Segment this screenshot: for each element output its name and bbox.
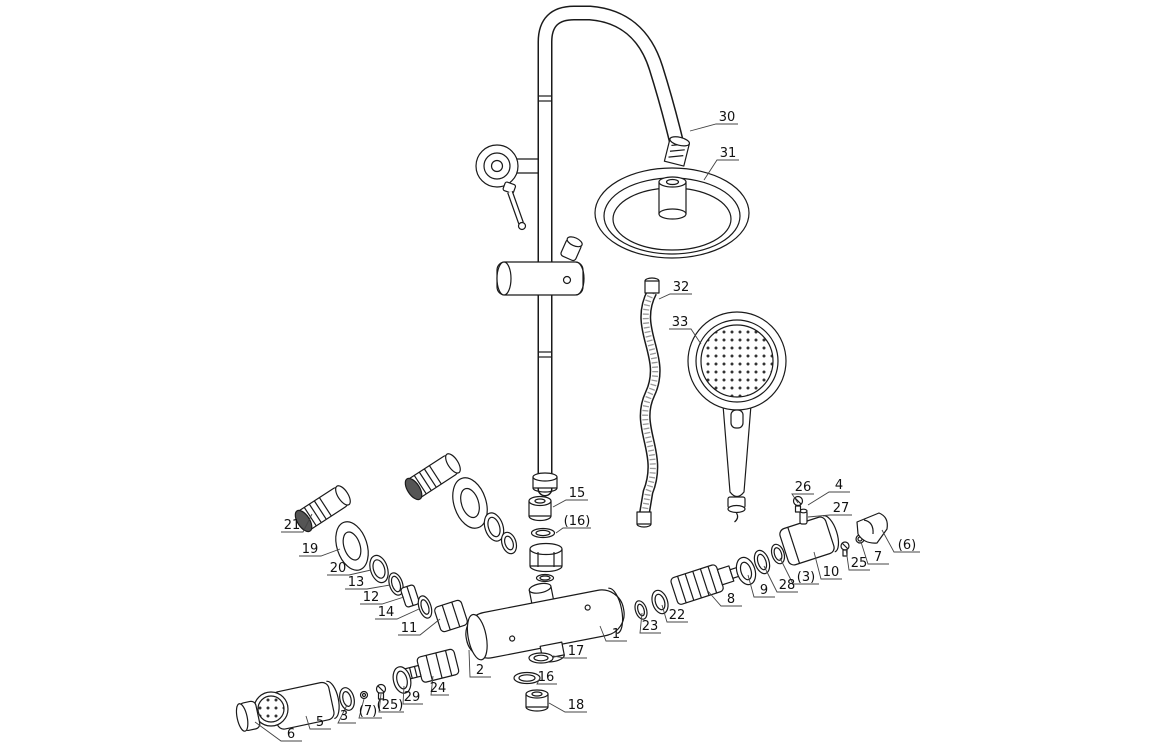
part-label-3: 3 bbox=[340, 709, 348, 724]
part-label-18: 18 bbox=[568, 698, 585, 713]
part-23-ring bbox=[634, 600, 648, 620]
part-27-pin bbox=[799, 508, 808, 525]
part-label-32: 32 bbox=[673, 280, 690, 295]
part-22-ring bbox=[651, 589, 669, 615]
part-6p-lever-cap bbox=[856, 512, 888, 544]
part-label-2: 2 bbox=[476, 663, 484, 678]
part-label-6p: (6) bbox=[898, 538, 916, 553]
pipe-couplings bbox=[538, 95, 552, 358]
eccentric-union-upper bbox=[404, 453, 461, 501]
part-label-13: 13 bbox=[348, 575, 365, 590]
part-3-ring bbox=[339, 687, 355, 711]
union-nut bbox=[529, 542, 563, 573]
shower-hose bbox=[636, 277, 659, 528]
pipe-collar bbox=[532, 472, 558, 493]
part-16-washer bbox=[513, 671, 541, 685]
part-label-3p: (3) bbox=[797, 570, 815, 585]
part-label-26: 26 bbox=[795, 480, 812, 495]
part-label-7p: (7) bbox=[359, 704, 377, 719]
part-12-nut bbox=[400, 584, 420, 608]
part-label-21: 21 bbox=[284, 518, 301, 533]
part-label-25p: (25) bbox=[377, 698, 404, 713]
part-13-washer bbox=[388, 572, 404, 596]
part-label-17: 17 bbox=[568, 644, 585, 659]
callout-labels: 30 31 32 33 15 (16) 21 19 20 13 12 14 11… bbox=[284, 110, 916, 742]
part-label-19: 19 bbox=[302, 542, 319, 557]
hand-shower bbox=[687, 311, 787, 523]
part-26-screw bbox=[792, 495, 804, 513]
part-28-ring bbox=[753, 549, 771, 575]
part-11-nut bbox=[434, 599, 468, 633]
part-label-12: 12 bbox=[363, 590, 380, 605]
part-label-14: 14 bbox=[378, 605, 395, 620]
part-label-20: 20 bbox=[330, 561, 347, 576]
part-5-handle bbox=[253, 680, 340, 730]
part-label-28: 28 bbox=[779, 578, 796, 593]
part-10-handle bbox=[779, 515, 840, 566]
rosette-upper bbox=[452, 477, 488, 529]
part-label-31: 31 bbox=[720, 146, 737, 161]
part-3p-ring bbox=[770, 543, 786, 565]
part-label-16: 16 bbox=[538, 670, 555, 685]
part-label-1: 1 bbox=[612, 627, 620, 642]
part-label-24: 24 bbox=[430, 681, 447, 696]
part-label-9: 9 bbox=[760, 583, 768, 598]
small-washer bbox=[535, 573, 555, 583]
part-label-33: 33 bbox=[672, 315, 689, 330]
wall-bracket bbox=[475, 144, 538, 231]
part-label-8: 8 bbox=[727, 592, 735, 607]
part-label-25: 25 bbox=[851, 556, 868, 571]
part-20-ring bbox=[369, 554, 389, 584]
part-8-thermostatic-cartridge bbox=[670, 564, 741, 605]
part-label-16p: (16) bbox=[564, 514, 591, 529]
leader-lines bbox=[254, 123, 920, 742]
part-label-22: 22 bbox=[669, 608, 686, 623]
part-7p-washer bbox=[359, 690, 369, 700]
part-17-washer bbox=[528, 652, 554, 664]
part-label-6: 6 bbox=[287, 727, 295, 742]
part-label-29: 29 bbox=[404, 690, 421, 705]
ring-upper-b bbox=[500, 531, 518, 555]
part-label-27: 27 bbox=[833, 501, 850, 516]
part-label-11: 11 bbox=[401, 621, 418, 636]
diagram-art bbox=[235, 13, 888, 732]
part-15-coupler bbox=[528, 495, 552, 522]
part-label-15: 15 bbox=[569, 486, 586, 501]
part-label-23: 23 bbox=[642, 619, 659, 634]
arm-connector bbox=[663, 136, 691, 167]
part-19-rosette bbox=[335, 521, 369, 571]
part-14-washer bbox=[417, 595, 433, 619]
slider-clamp bbox=[496, 236, 585, 296]
part-29-ring bbox=[392, 666, 412, 694]
ring-upper-a bbox=[483, 512, 505, 542]
part-16p-washer bbox=[530, 527, 556, 539]
part-label-7: 7 bbox=[874, 550, 882, 565]
part-6-cap bbox=[235, 700, 261, 732]
part-25-screw bbox=[840, 541, 850, 557]
part-18-connector bbox=[525, 689, 549, 712]
part-label-5: 5 bbox=[316, 715, 324, 730]
part-21-eccentric-union bbox=[294, 485, 351, 533]
part-label-4: 4 bbox=[835, 478, 843, 493]
overhead-shower bbox=[594, 167, 750, 259]
part-label-30: 30 bbox=[719, 110, 736, 125]
part-label-10: 10 bbox=[823, 565, 840, 580]
